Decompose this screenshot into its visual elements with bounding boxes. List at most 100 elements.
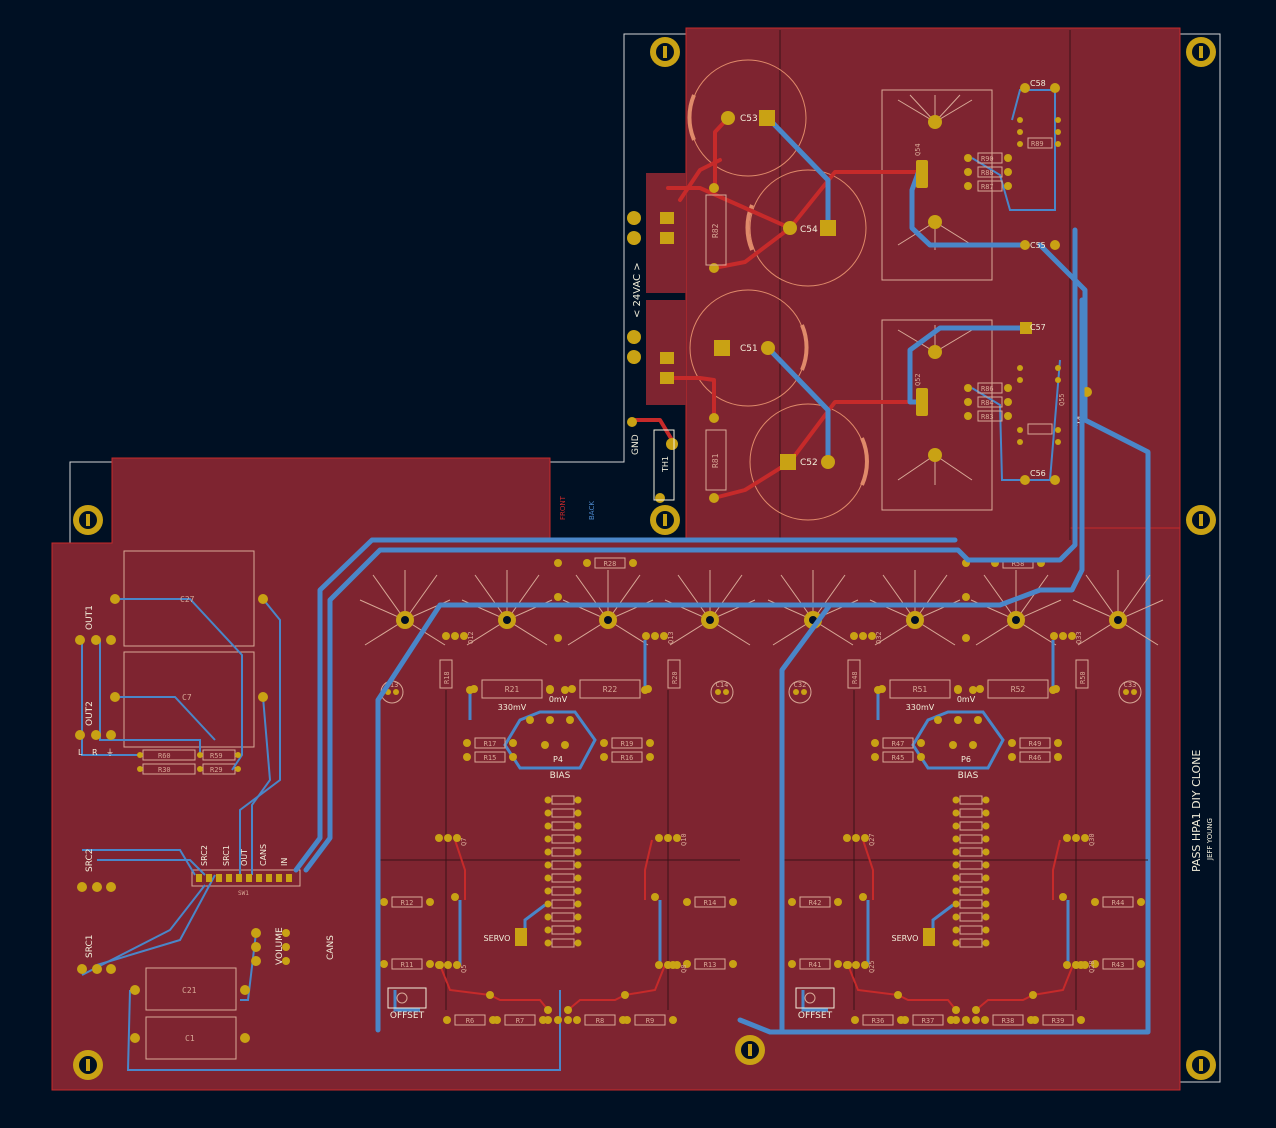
stack-pad <box>574 887 582 895</box>
resistor-label: R43 <box>1112 961 1125 969</box>
transistor-label: Q7 <box>460 838 468 846</box>
stack-pad <box>982 848 990 856</box>
regulator-pads <box>916 117 1061 445</box>
stack-pad <box>982 874 990 882</box>
cap-pad <box>801 689 807 695</box>
stack-pad <box>952 900 960 908</box>
stack-pad <box>544 913 552 921</box>
resistor-pad <box>976 685 984 693</box>
offset-label: OFFSET <box>390 1011 425 1021</box>
resistor-label: R39 <box>1052 1017 1065 1025</box>
cap-label: C33 <box>1124 681 1137 689</box>
resistor-outline <box>391 958 423 970</box>
transistor-pad <box>868 632 876 640</box>
resistor-pad <box>426 898 434 906</box>
resistor-label: R44 <box>1112 899 1125 907</box>
resistor-outline <box>889 679 951 699</box>
stack-pad <box>544 796 552 804</box>
mounting-hole <box>735 1035 765 1065</box>
stack-pad <box>952 939 960 947</box>
stack-pad <box>982 796 990 804</box>
resistor-pad <box>871 753 879 761</box>
transistor-pad <box>453 834 461 842</box>
heatsink-mount-hole <box>503 616 511 624</box>
resistor-outline <box>474 751 506 763</box>
resistor-outline <box>667 659 681 689</box>
out2-label: OUT2 <box>85 701 95 726</box>
volume-label: VOLUME <box>275 927 285 965</box>
via-pad <box>466 686 474 694</box>
transistor-pad <box>861 834 869 842</box>
stack-pad <box>574 848 582 856</box>
via-pad <box>554 559 562 567</box>
stack-resistor-outline <box>551 899 575 909</box>
via-pad <box>546 686 554 694</box>
resistor-label: R52 <box>1011 685 1026 694</box>
transistor-label: Q8 <box>680 965 688 973</box>
lr-label: R <box>92 748 98 757</box>
stack-resistor-outline <box>959 925 983 935</box>
resistor-pad <box>426 960 434 968</box>
resistor-label: R45 <box>892 754 905 762</box>
stack-resistor-outline <box>551 873 575 883</box>
stack-pad <box>574 900 582 908</box>
via-pad <box>954 716 962 724</box>
cap-pad <box>723 689 729 695</box>
resistor-label: R86 <box>981 385 994 393</box>
cap-label: C21 <box>182 986 197 995</box>
resistor-label: R6 <box>466 1017 474 1025</box>
transistor-pad <box>442 632 450 640</box>
resistor-label: R20 <box>671 671 679 684</box>
via-pad <box>934 716 942 724</box>
cap-pad <box>715 689 721 695</box>
power-section: C53 C54 C51 C52 C58 C56 C55 C57 R82 R81 … <box>559 59 1151 1035</box>
stack-resistor-outline <box>551 925 575 935</box>
via-pad <box>1059 893 1067 901</box>
stack-pad <box>574 913 582 921</box>
resistor-pad <box>573 1016 581 1024</box>
transistor-pad <box>664 834 672 842</box>
offset-trimmer-outline <box>387 987 427 1009</box>
servo-label: SERVO <box>484 934 511 943</box>
resistor-label: R7 <box>516 1017 524 1025</box>
stack-pad <box>982 822 990 830</box>
resistor-label: R47 <box>892 740 905 748</box>
resistor-label: R89 <box>1031 140 1044 148</box>
resistor-pad <box>583 559 591 567</box>
cap-label: C32 <box>794 681 807 689</box>
transistor-pad <box>1063 834 1071 842</box>
resistor-outline <box>634 1014 666 1026</box>
stack-pad <box>982 835 990 843</box>
via-pad <box>952 1006 960 1014</box>
resistor-label: R12 <box>401 899 414 907</box>
stack-pad <box>952 809 960 817</box>
resistor-outline <box>579 679 641 699</box>
resistor-label: R83 <box>981 413 994 421</box>
via-pad <box>641 686 649 694</box>
cap-pad <box>1131 689 1137 695</box>
resistor-outline <box>694 896 726 908</box>
via-pad <box>1049 686 1057 694</box>
stack-pad <box>574 835 582 843</box>
resistor-pad <box>1008 753 1016 761</box>
front-layer-label: FRONT <box>559 495 567 520</box>
resistor-outline <box>694 958 726 970</box>
resistor-outline <box>504 1014 536 1026</box>
offset-trimmer-dial <box>804 992 816 1004</box>
stack-pad <box>544 900 552 908</box>
via-pad <box>972 1016 980 1024</box>
via-pad <box>564 1006 572 1014</box>
resistor-label: R88 <box>981 169 994 177</box>
resistor-outline <box>474 737 506 749</box>
resistor-label: R81 <box>711 453 720 468</box>
resistor-label: R16 <box>621 754 634 762</box>
stack-resistor-outline <box>551 847 575 857</box>
stack-resistor-outline <box>551 860 575 870</box>
stack-pad <box>574 796 582 804</box>
via-pad <box>544 1016 552 1024</box>
transistor-pad <box>861 961 869 969</box>
stack-pad <box>544 848 552 856</box>
transistor-pad <box>435 834 443 842</box>
mounting-hole <box>650 505 680 535</box>
